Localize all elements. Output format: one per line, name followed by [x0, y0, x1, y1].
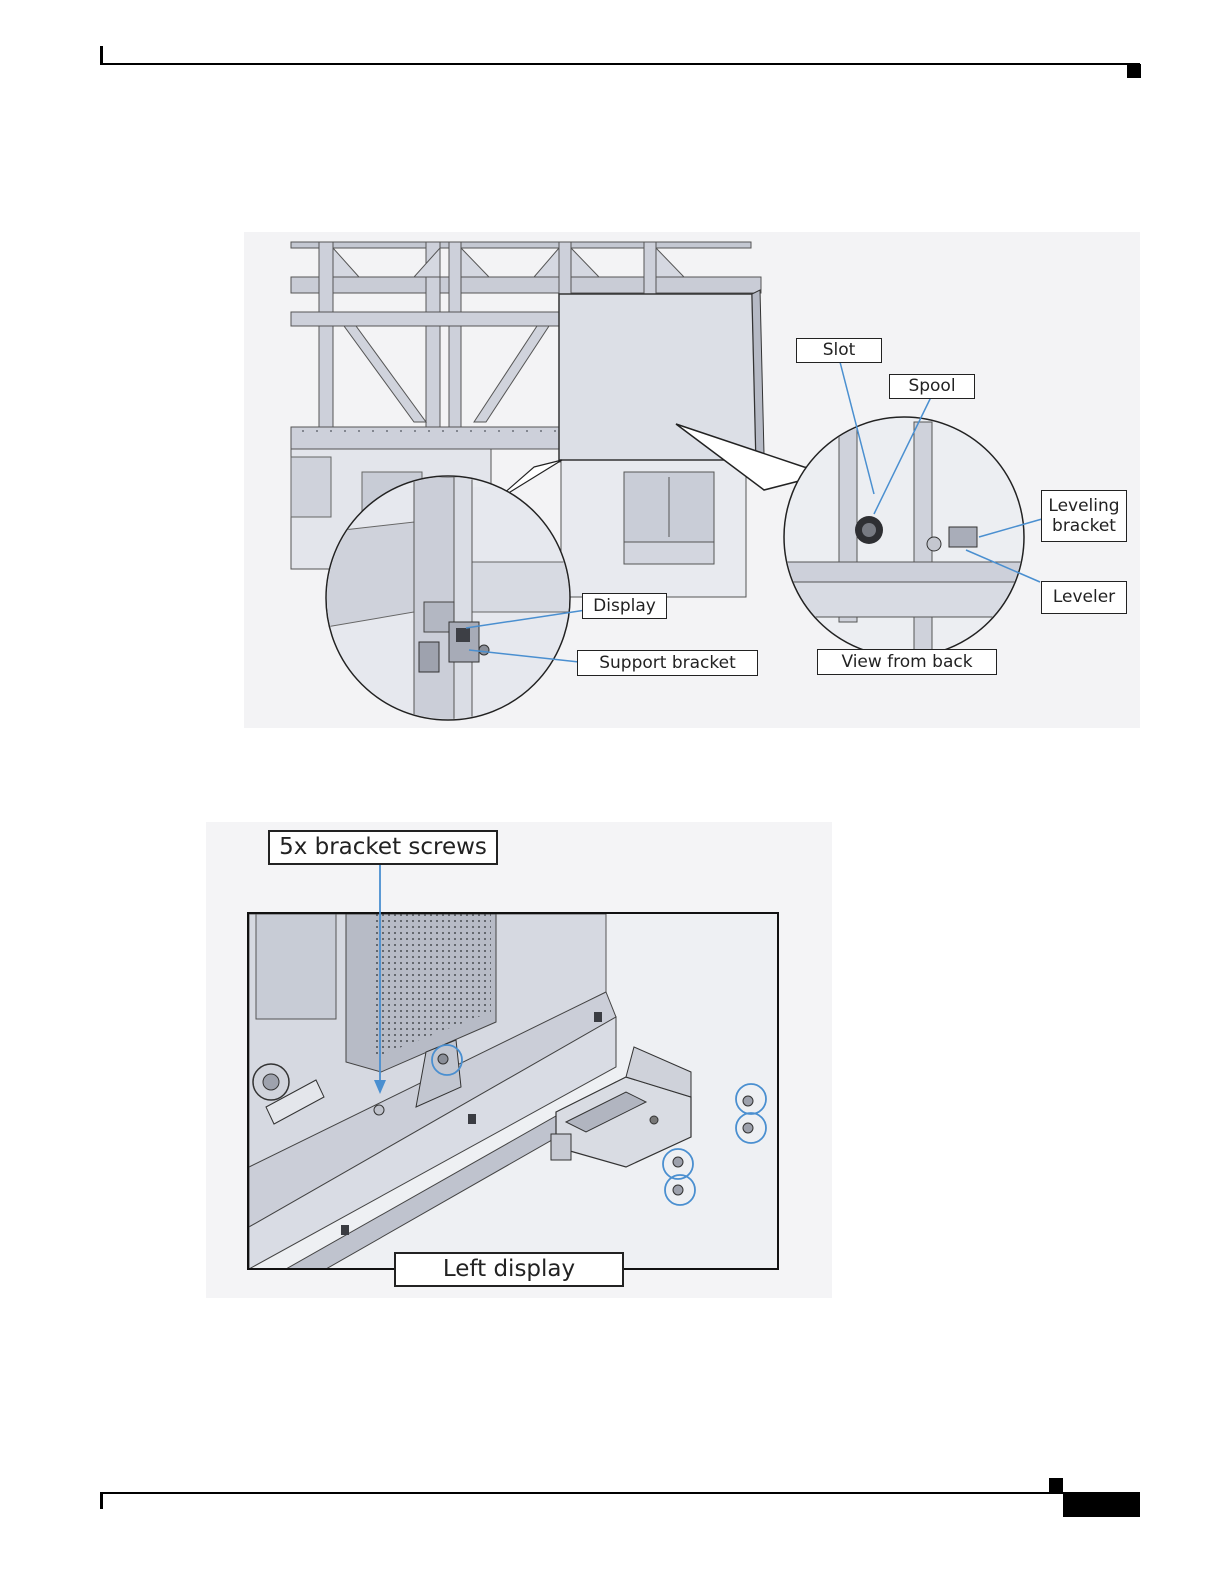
callout-left-display-label: Left display	[443, 1256, 575, 1284]
header-rule	[100, 63, 1140, 65]
callout-view-from-back: View from back	[817, 649, 997, 675]
callout-leveling-bracket: Leveling bracket	[1041, 490, 1127, 542]
footer-marker	[1049, 1478, 1063, 1492]
header-right-marker	[1127, 64, 1141, 78]
callout-leveling-label-line2: bracket	[1052, 516, 1116, 536]
callout-display: Display	[582, 593, 667, 619]
callout-bracket-screws-label: 5x bracket screws	[279, 834, 487, 862]
callout-leveler-label: Leveler	[1053, 587, 1115, 607]
footer-page-tab	[1063, 1493, 1140, 1517]
callout-spool-label: Spool	[908, 376, 955, 396]
figure-bracket-screws	[206, 822, 832, 1298]
footer-rule	[100, 1492, 1140, 1494]
callout-support-bracket: Support bracket	[577, 650, 758, 676]
callout-spool: Spool	[889, 374, 975, 399]
callout-leveler: Leveler	[1041, 581, 1127, 614]
callout-slot: Slot	[796, 338, 882, 363]
callout-leveling-label-line1: Leveling	[1048, 496, 1119, 516]
callout-display-label: Display	[593, 596, 656, 616]
footer-left-tick	[100, 1492, 103, 1509]
callout-left-display: Left display	[394, 1252, 624, 1287]
figure-2-illustration	[206, 822, 832, 1298]
callout-slot-label: Slot	[823, 340, 856, 360]
callout-view-from-back-label: View from back	[841, 652, 972, 672]
header-left-tick	[100, 46, 103, 64]
callout-support-bracket-label: Support bracket	[599, 653, 736, 673]
callout-bracket-screws: 5x bracket screws	[268, 830, 498, 865]
